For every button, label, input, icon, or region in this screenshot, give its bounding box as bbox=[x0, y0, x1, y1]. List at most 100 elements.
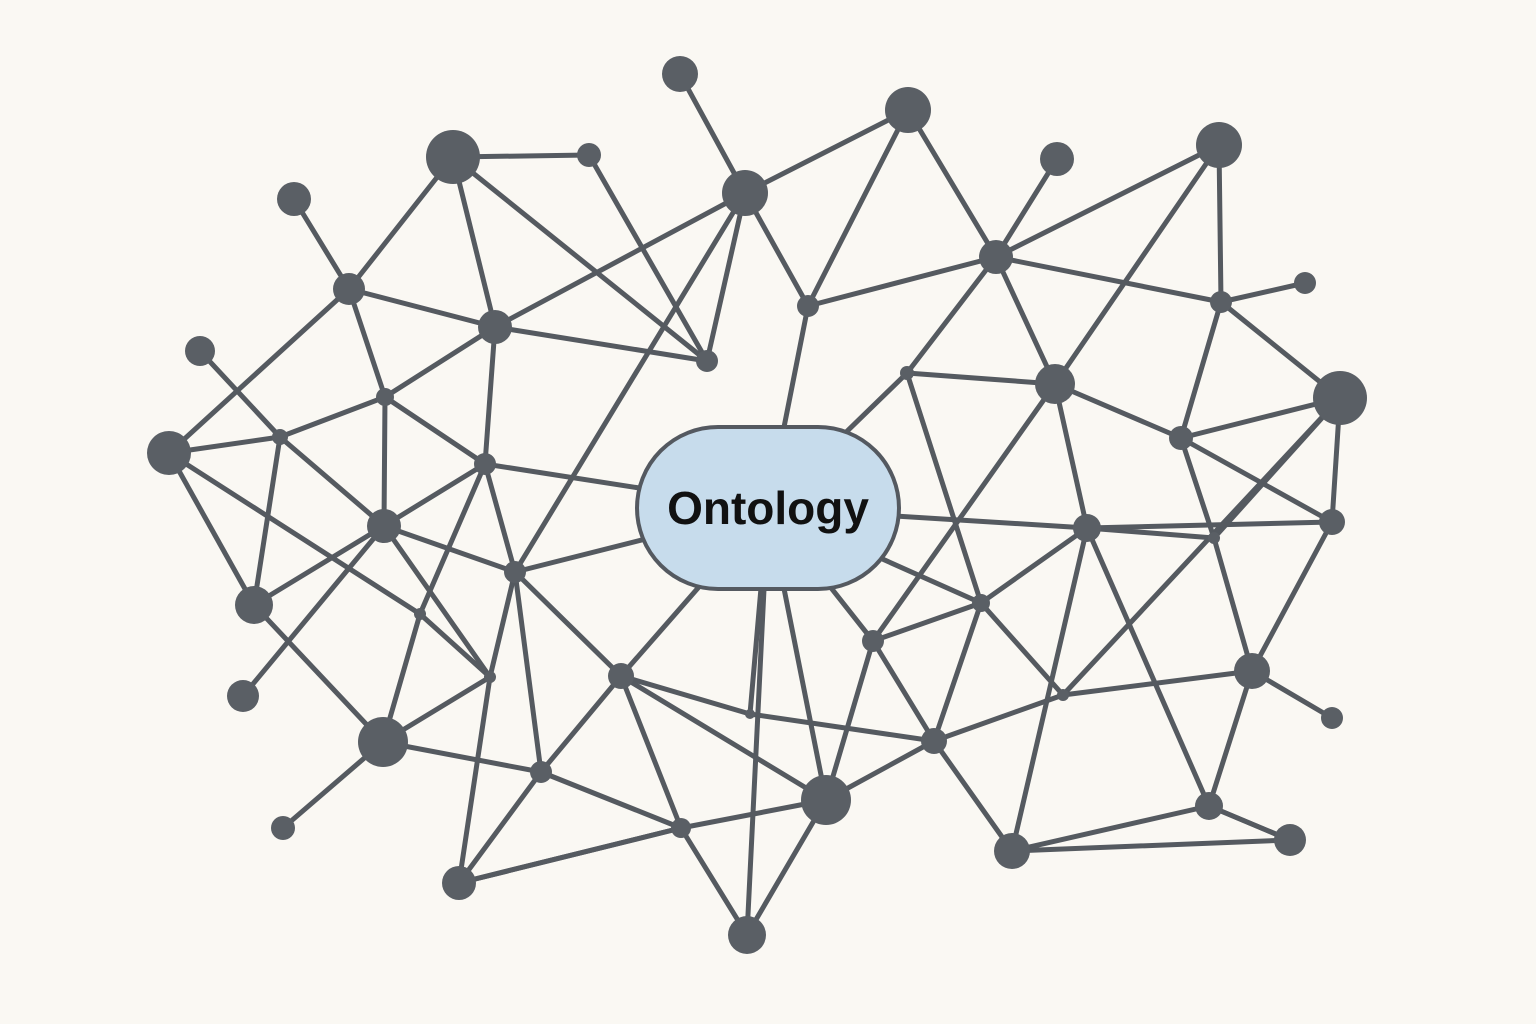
edge-am-ah bbox=[618, 673, 753, 717]
network-node-a[interactable] bbox=[662, 56, 698, 92]
network-node-ak[interactable] bbox=[484, 671, 496, 683]
network-node-d[interactable] bbox=[426, 130, 480, 184]
network-node-ah[interactable] bbox=[608, 663, 634, 689]
edge-ap-aw bbox=[931, 738, 1015, 854]
network-node-al[interactable] bbox=[1057, 689, 1069, 701]
network-node-x[interactable] bbox=[474, 453, 496, 475]
edge-ac-ak bbox=[487, 569, 518, 680]
network-node-ar[interactable] bbox=[801, 775, 851, 825]
network-node-at[interactable] bbox=[671, 818, 691, 838]
network-node-aj[interactable] bbox=[227, 680, 259, 712]
network-node-g[interactable] bbox=[277, 182, 311, 216]
network-node-as[interactable] bbox=[1195, 792, 1223, 820]
network-node-m[interactable] bbox=[478, 310, 512, 344]
network-node-u[interactable] bbox=[272, 429, 288, 445]
edge-s-al bbox=[1060, 395, 1343, 698]
edge-at-aq bbox=[538, 769, 684, 831]
edge-am-ap bbox=[747, 711, 937, 744]
network-node-ap[interactable] bbox=[921, 728, 947, 754]
edge-i-r bbox=[993, 254, 1058, 387]
network-node-b[interactable] bbox=[885, 87, 931, 133]
edge-v-aa bbox=[1178, 435, 1335, 525]
edge-k-l bbox=[1218, 280, 1308, 305]
edge-g-j bbox=[291, 196, 352, 292]
network-node-y[interactable] bbox=[367, 509, 401, 543]
edge-ar-ay bbox=[744, 797, 829, 938]
network-node-s[interactable] bbox=[1313, 371, 1367, 425]
edge-ar-ah bbox=[618, 673, 829, 803]
network-node-o[interactable] bbox=[185, 336, 215, 366]
network-node-t[interactable] bbox=[376, 388, 394, 406]
edge-d-j bbox=[346, 154, 456, 292]
network-node-w[interactable] bbox=[147, 431, 191, 475]
network-node-aa[interactable] bbox=[1319, 509, 1345, 535]
edge-c-l bbox=[1216, 142, 1224, 305]
edge-ah-aq bbox=[538, 673, 624, 775]
edge-z-ab bbox=[1084, 525, 1217, 541]
edge-i-c bbox=[993, 142, 1222, 260]
network-node-k[interactable] bbox=[1294, 272, 1316, 294]
edge-q-r bbox=[904, 370, 1058, 387]
network-node-ac[interactable] bbox=[504, 561, 526, 583]
network-node-r[interactable] bbox=[1035, 364, 1075, 404]
edge-b-i bbox=[905, 107, 999, 260]
network-node-am[interactable] bbox=[745, 709, 755, 719]
edge-e-p bbox=[586, 152, 710, 364]
edge-al-ae bbox=[978, 600, 1066, 698]
network-node-ab[interactable] bbox=[1208, 532, 1220, 544]
edge-n-i bbox=[805, 254, 999, 309]
network-node-i[interactable] bbox=[979, 240, 1013, 274]
network-node-au[interactable] bbox=[271, 816, 295, 840]
edge-ao-aq bbox=[380, 739, 544, 775]
edge-l-v bbox=[1178, 299, 1224, 441]
edge-m-t bbox=[382, 324, 498, 400]
network-node-ad[interactable] bbox=[235, 586, 273, 624]
network-node-h[interactable] bbox=[722, 170, 768, 216]
edge-ac-x bbox=[482, 461, 518, 575]
network-node-ae[interactable] bbox=[972, 594, 990, 612]
edge-aw-av bbox=[1009, 837, 1293, 854]
network-node-av[interactable] bbox=[1274, 824, 1306, 856]
network-node-ax[interactable] bbox=[442, 866, 476, 900]
network-node-aw[interactable] bbox=[994, 833, 1030, 869]
network-node-l[interactable] bbox=[1210, 291, 1232, 313]
network-node-f[interactable] bbox=[1040, 142, 1074, 176]
network-node-v[interactable] bbox=[1169, 426, 1193, 450]
network-node-af[interactable] bbox=[414, 608, 426, 620]
edge-m-h bbox=[492, 190, 748, 330]
network-node-p[interactable] bbox=[696, 350, 718, 372]
network-node-n[interactable] bbox=[797, 295, 819, 317]
network-node-ai[interactable] bbox=[1234, 653, 1270, 689]
network-node-ao[interactable] bbox=[358, 717, 408, 767]
network-node-ag[interactable] bbox=[862, 630, 884, 652]
edge-i-q bbox=[904, 254, 999, 376]
edge-aw-as bbox=[1009, 803, 1212, 854]
network-node-an[interactable] bbox=[1321, 707, 1343, 729]
edge-y-ak bbox=[381, 523, 493, 680]
network-node-z[interactable] bbox=[1073, 514, 1101, 542]
edge-ai-as bbox=[1206, 668, 1255, 809]
edge-y-ad bbox=[251, 523, 387, 608]
network-node-q[interactable] bbox=[900, 366, 914, 380]
network-node-aq[interactable] bbox=[530, 761, 552, 783]
edge-ac-aq bbox=[512, 569, 544, 775]
edge-aq-ax bbox=[456, 769, 544, 886]
edge-at-ah bbox=[618, 673, 684, 831]
edge-d-m bbox=[450, 154, 498, 330]
edge-j-m bbox=[346, 286, 498, 330]
network-node-c[interactable] bbox=[1196, 122, 1242, 168]
network-node-j[interactable] bbox=[333, 273, 365, 305]
edge-c-r bbox=[1052, 142, 1222, 387]
central-concept-node[interactable]: Ontology bbox=[635, 425, 901, 591]
edge-i-f bbox=[993, 156, 1060, 260]
edge-z-aw bbox=[1009, 525, 1090, 854]
central-concept-box bbox=[635, 425, 901, 591]
edge-m-x bbox=[482, 324, 498, 467]
nodes-layer bbox=[147, 56, 1367, 954]
edge-u-ad bbox=[251, 434, 283, 608]
edge-w-af bbox=[166, 450, 423, 617]
edge-r-v bbox=[1052, 381, 1184, 441]
network-node-e[interactable] bbox=[577, 143, 601, 167]
network-node-ay[interactable] bbox=[728, 916, 766, 954]
